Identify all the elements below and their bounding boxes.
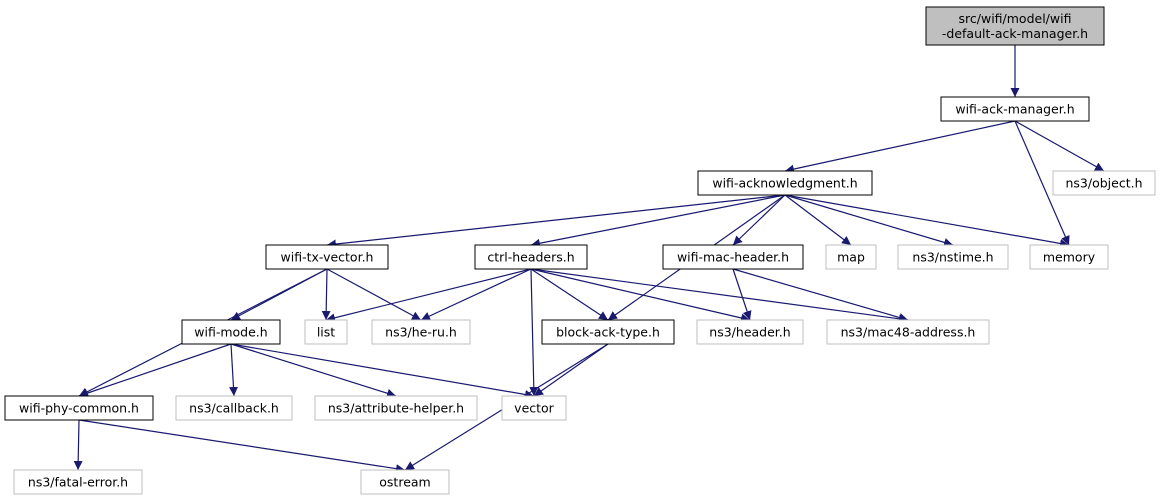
edge-machdr-to-header [732,268,752,321]
node-wifi-tx-vector-h[interactable]: wifi-tx-vector.h [265,244,389,270]
edge-ctrl-to-vector [529,268,539,397]
edge-mode-to-callback [228,343,238,397]
node-label: ns3/object.h [1065,176,1142,191]
node-label: ns3/mac48-address.h [841,325,976,340]
edge-ackmgr-to-memory [1014,120,1070,246]
edge-phyc-to-ostream [78,419,406,474]
nodes-layer: src/wifi/model/wifi-default-ack-manager.… [4,6,1156,495]
node-box [541,319,675,345]
edge-ackn-to-map [784,194,852,246]
node-box [925,6,1105,46]
node-label: wifi-mac-header.h [677,250,789,265]
node-box [265,244,389,270]
node-box [501,395,567,421]
edge-machdr-to-mac48 [732,268,909,322]
node-box [360,469,450,495]
node-label: ns3/callback.h [189,401,279,416]
edge-ctrl-to-list [325,268,532,323]
node-label: wifi-ack-manager.h [955,102,1074,117]
node-list[interactable]: list [304,319,348,345]
node-label: ctrl-headers.h [487,250,574,265]
node-box [175,395,293,421]
edge-mode-to-attr [230,343,397,398]
edge-bat-to-vector [533,343,609,397]
node-ns3-object-h[interactable]: ns3/object.h [1052,170,1156,196]
node-wifi-acknowledgment-h[interactable]: wifi-acknowledgment.h [697,170,873,196]
node-label: list [317,325,335,340]
edge-ackmgr-to-objecth [1014,120,1105,172]
edge-ackn-to-memory [784,194,1070,248]
node-box [13,469,143,495]
node-label: wifi-tx-vector.h [281,250,374,265]
edge-ackmgr-to-ackn [784,120,1016,174]
edge-mode-to-vector [230,343,535,399]
node-box [897,244,1009,270]
node-wifi-mac-header-h[interactable]: wifi-mac-header.h [662,244,804,270]
edge-ctrl-to-heru [420,268,532,321]
node-box [940,96,1090,122]
edge-ctrl-to-mac48 [530,268,909,324]
edge-ackn-to-nstime [784,194,954,247]
node-label: block-ack-type.h [556,325,660,340]
node-wifi-mode-h[interactable]: wifi-mode.h [181,319,281,345]
node-ns3-he-ru-h[interactable]: ns3/he-ru.h [371,319,471,345]
edge-ackn-to-ctrl [530,194,786,248]
node-memory[interactable]: memory [1029,244,1109,270]
node-box [1029,244,1109,270]
node-box [1052,170,1156,196]
node-box [696,319,804,345]
node-ns3-mac48-address-h[interactable]: ns3/mac48-address.h [826,319,990,345]
node-box [314,395,478,421]
node-ns3-header-h[interactable]: ns3/header.h [696,319,804,345]
edge-ackn-to-txvec [326,194,786,249]
node-wifi-phy-common-h[interactable]: wifi-phy-common.h [4,395,154,421]
node-ns3-callback-h[interactable]: ns3/callback.h [175,395,293,421]
node-wifi-ack-manager-h[interactable]: wifi-ack-manager.h [940,96,1090,122]
node-box [697,170,873,196]
node-box [371,319,471,345]
node-box [825,244,877,270]
node-block-ack-type-h[interactable]: block-ack-type.h [541,319,675,345]
node-box [181,319,281,345]
edge-txvec-to-list [321,268,331,321]
node-label: ns3/nstime.h [912,250,993,265]
node-label: wifi-mode.h [194,325,267,340]
node-label: wifi-phy-common.h [19,401,139,416]
node-label: ostream [379,475,430,490]
edge-mode-to-phyc [78,343,232,398]
edge-phyc-to-fatal [73,419,83,471]
edge-txvec-to-heru [326,268,422,321]
node-ostream[interactable]: ostream [360,469,450,495]
node-box [4,395,154,421]
node-ns3-fatal-error-h[interactable]: ns3/fatal-error.h [13,469,143,495]
node-label: -default-ack-manager.h [942,26,1088,41]
node-box [826,319,990,345]
node-ns3-attribute-helper-h[interactable]: ns3/attribute-helper.h [314,395,478,421]
node-label: src/wifi/model/wifi [959,11,1072,26]
node-box [304,319,348,345]
node-box [662,244,804,270]
node-label: map [837,250,865,265]
node-label: ns3/attribute-helper.h [328,401,464,416]
node-label: wifi-acknowledgment.h [712,176,857,191]
node-ctrl-headers-h[interactable]: ctrl-headers.h [474,244,588,270]
edge-ctrl-to-bat [530,268,609,321]
node-label: ns3/fatal-error.h [28,475,128,490]
edge-ackn-to-machdr [732,194,786,246]
node-label: vector [514,401,555,416]
node-label: memory [1043,250,1096,265]
node-label: ns3/he-ru.h [385,325,457,340]
edge-ctrl-to-header [530,268,751,323]
node-box [474,244,588,270]
node-src-wifi-model-wifi-default-ack-manager-h[interactable]: src/wifi/model/wifi-default-ack-manager.… [925,6,1105,46]
node-vector[interactable]: vector [501,395,567,421]
node-map[interactable]: map [825,244,877,270]
node-ns3-nstime-h[interactable]: ns3/nstime.h [897,244,1009,270]
node-label: ns3/header.h [709,325,790,340]
